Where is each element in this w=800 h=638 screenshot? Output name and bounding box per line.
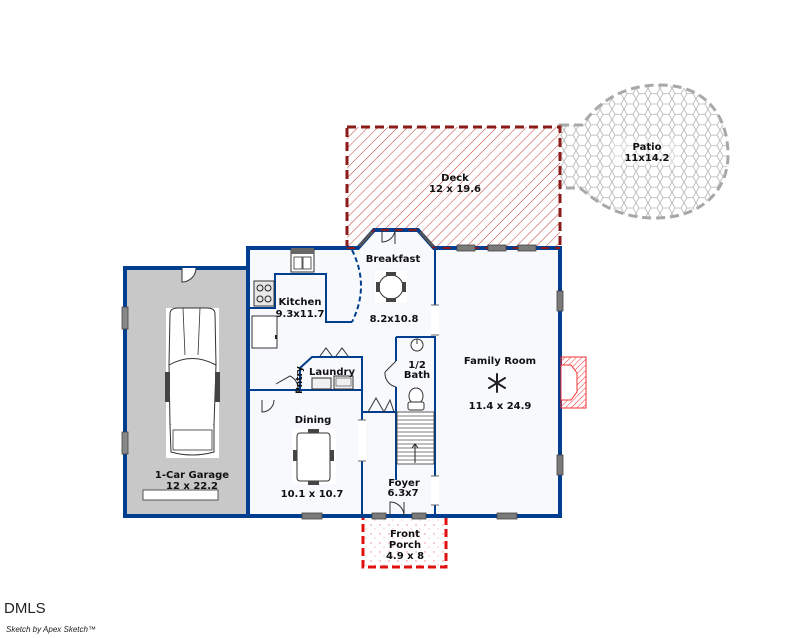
- openings: [358, 304, 439, 506]
- dining-label: Dining: [295, 415, 332, 426]
- sink-icon: [290, 248, 315, 273]
- deck-label: Deck: [441, 173, 469, 184]
- patio: Patio 11x14.2: [558, 83, 730, 220]
- bath-sink-icon: [410, 338, 424, 352]
- breakfast-label: Breakfast: [366, 254, 421, 265]
- half-bath-label-1: 1/2: [408, 360, 426, 371]
- half-bath-label-2: Bath: [404, 370, 430, 381]
- porch-label-2: Porch: [389, 540, 421, 551]
- doors: [261, 229, 405, 517]
- deck-dims: 12 x 19.6: [429, 184, 481, 195]
- foyer-dims: 6.3x7: [387, 488, 418, 499]
- patio-dims: 11x14.2: [624, 153, 669, 164]
- pantry-label: Pntry: [295, 366, 305, 394]
- patio-label: Patio: [633, 142, 662, 153]
- stairs-icon: [396, 411, 435, 465]
- deck: Deck 12 x 19.6: [345, 125, 562, 250]
- breakfast-dims: 8.2x10.8: [370, 314, 419, 325]
- bay-windows: [357, 230, 435, 248]
- sketch-credit: Sketch by Apex Sketch™: [6, 625, 96, 634]
- garage-dims: 12 x 22.2: [166, 481, 218, 492]
- kitchen-dims: 9.3x11.7: [276, 309, 325, 320]
- foyer-label: Foyer: [388, 478, 420, 489]
- dining-dims: 10.1 x 10.7: [281, 489, 344, 500]
- toilet-icon: [407, 387, 425, 411]
- dmls-logo: DMLS: [4, 600, 46, 617]
- stove-icon: [253, 280, 275, 307]
- windows: [301, 244, 564, 520]
- porch-label-1: Front: [390, 529, 420, 540]
- refrigerator-icon: [251, 315, 278, 349]
- dining-table-icon: [292, 429, 336, 485]
- family-room-dims: 11.4 x 24.9: [469, 401, 532, 412]
- laundry-label: Laundry: [309, 367, 355, 378]
- ceiling-fan-icon: [488, 373, 506, 393]
- garage: 1-Car Garage 12 x 22.2: [121, 266, 250, 518]
- car-icon: [165, 307, 220, 458]
- front-porch: Front Porch 4.9 x 8: [361, 514, 448, 569]
- breakfast-table-icon: [375, 271, 407, 303]
- washer-dryer-icon: [311, 375, 354, 390]
- kitchen-label: Kitchen: [279, 297, 322, 308]
- family-room-label: Family Room: [464, 356, 536, 367]
- fireplace-icon: [560, 356, 587, 409]
- interior-walls: [250, 248, 436, 516]
- garage-label: 1-Car Garage: [155, 470, 229, 481]
- porch-dims: 4.9 x 8: [386, 551, 424, 562]
